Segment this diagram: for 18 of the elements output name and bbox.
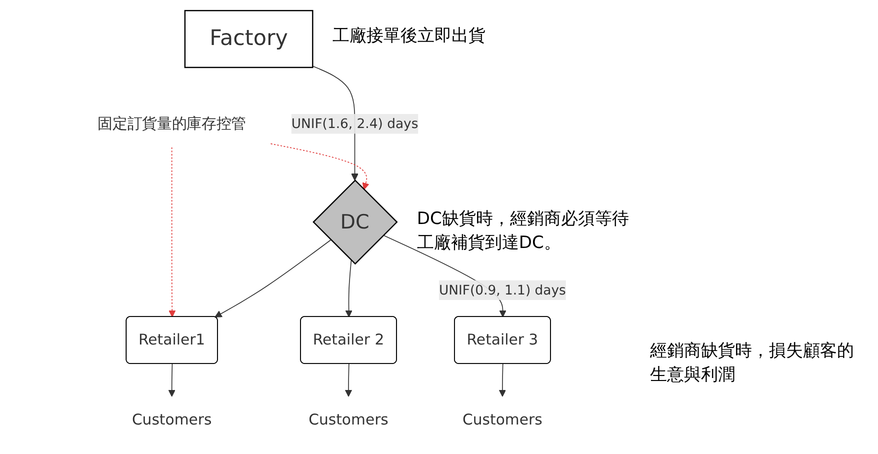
arrow	[344, 363, 352, 397]
arrow	[168, 363, 176, 397]
note-text: DC缺貨時，經銷商必須等待工廠補貨到達DC。	[416, 208, 630, 255]
note-text: 經銷商缺貨時，損失顧客的生意與利潤	[650, 340, 855, 387]
arrow	[214, 239, 332, 318]
edge-label: UNIF(0.9, 1.1) days	[438, 282, 566, 298]
edge-label: UNIF(1.6, 2.4) days	[291, 116, 418, 132]
note-text: 工廠接單後立即出貨	[332, 25, 487, 48]
arrow	[345, 260, 352, 318]
arrow	[498, 363, 506, 397]
arrow	[168, 146, 176, 318]
node-text: Customers	[308, 411, 388, 429]
node-text: Customers	[132, 411, 212, 429]
node-diamond: DC	[312, 179, 398, 265]
arrow	[270, 143, 370, 190]
node-text: 固定訂貨量的庫存控管	[98, 115, 246, 133]
node-box: Factory	[184, 10, 314, 68]
node-text: Customers	[462, 411, 542, 429]
